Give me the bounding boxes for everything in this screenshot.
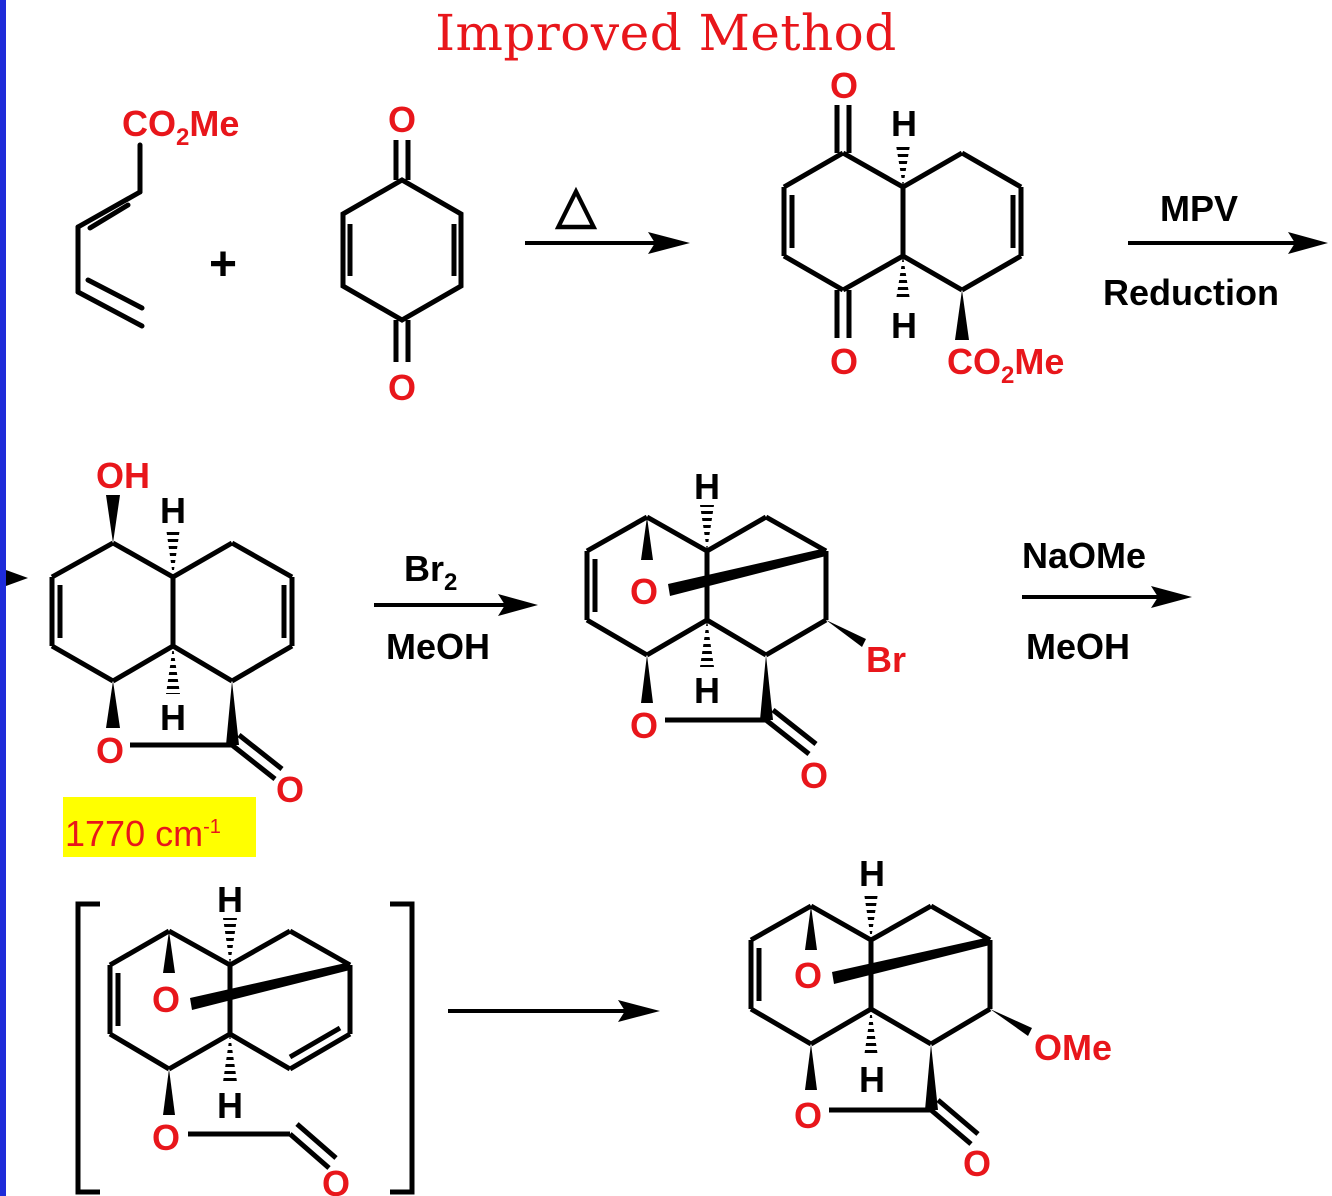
bromo-h-top: H xyxy=(694,466,720,507)
arrow-3 xyxy=(374,594,538,616)
co2me-label-2: CO2Me xyxy=(947,341,1064,389)
hashed-bond xyxy=(896,145,910,187)
wedge-bond xyxy=(106,495,120,543)
inter-o-carbonyl: O xyxy=(322,1163,350,1196)
arrow-5 xyxy=(448,1000,660,1022)
left-edge-bar xyxy=(0,0,6,1196)
final-o-carbonyl: O xyxy=(963,1143,991,1184)
reagent-mpv: MPV xyxy=(1160,188,1238,229)
bromo-h-bottom: H xyxy=(694,670,720,711)
diene-ester-structure xyxy=(75,142,145,329)
inter-o-ring: O xyxy=(152,1117,180,1158)
ir-band-superscript: -1 xyxy=(203,816,221,838)
lactone-o-carbonyl: O xyxy=(276,769,304,810)
adduct-o-bottom: O xyxy=(830,341,858,382)
hashed-bond xyxy=(223,918,237,965)
lactone-h-top: H xyxy=(160,490,186,531)
reagent-naome: NaOMe xyxy=(1022,535,1146,576)
wedge-bond xyxy=(106,681,120,728)
wedge-bond xyxy=(760,655,773,720)
wedge-bond xyxy=(163,931,175,973)
wedge-bond xyxy=(226,681,239,745)
adduct-h-top: H xyxy=(891,103,917,144)
hashed-bond-br xyxy=(826,620,866,647)
co2me-label-1: CO2Me xyxy=(122,103,239,151)
hashed-bond-ome xyxy=(990,1009,1032,1036)
wedge-bond xyxy=(805,1044,817,1090)
wedge-bond xyxy=(163,1069,175,1115)
hashed-bond xyxy=(223,1034,237,1082)
arrow-4 xyxy=(1022,586,1192,608)
heat-delta-symbol: △ xyxy=(554,176,598,234)
final-h-bottom: H xyxy=(859,1059,885,1100)
hydroxy-lactone-structure xyxy=(49,540,295,781)
wedge-bond xyxy=(955,290,969,340)
hashed-bond xyxy=(864,1009,878,1057)
ir-band-value: 1770 cm xyxy=(65,813,204,854)
final-h-top: H xyxy=(859,853,885,894)
wedge-bond xyxy=(641,655,653,703)
intermediate-brackets xyxy=(75,901,415,1195)
adduct-h-bottom: H xyxy=(891,305,917,346)
lactone-h-bottom: H xyxy=(160,697,186,738)
lactone-o-ring: O xyxy=(96,730,124,771)
bromo-o-carbonyl: O xyxy=(800,755,828,796)
reagent-reduction: Reduction xyxy=(1103,272,1279,313)
bromo-ether-lactone-structure xyxy=(584,514,829,756)
reagent-meoh-2: MeOH xyxy=(1026,626,1130,667)
bridge-bond xyxy=(832,937,990,984)
bridge-bond xyxy=(668,548,826,596)
hashed-bond xyxy=(896,256,910,300)
hashed-bond xyxy=(166,646,180,694)
hashed-bond xyxy=(864,893,878,940)
reagent-meoh-1: MeOH xyxy=(386,626,490,667)
bromo-o-bridge: O xyxy=(630,571,658,612)
inter-o-bridge: O xyxy=(152,979,180,1020)
hashed-bond xyxy=(700,505,714,551)
adduct-o-top: O xyxy=(830,65,858,106)
hashed-bond xyxy=(700,620,714,667)
final-o-ring: O xyxy=(794,1095,822,1136)
ir-band-note: 1770 cm-1 xyxy=(63,797,256,857)
bromo-o-ring: O xyxy=(630,705,658,746)
bridge-bond xyxy=(190,962,350,1010)
wedge-bond xyxy=(925,1044,938,1110)
lactone-oh-label: OH xyxy=(96,455,150,496)
quinone-o-bottom: O xyxy=(388,367,416,408)
hashed-bond xyxy=(166,528,180,577)
inter-h-bottom: H xyxy=(217,1085,243,1126)
benzoquinone-structure xyxy=(340,140,464,362)
wedge-bond xyxy=(641,517,653,560)
wedge-bond xyxy=(805,906,817,950)
arrow-2 xyxy=(1128,232,1328,254)
reagent-br2: Br2 xyxy=(404,548,457,596)
diels-alder-adduct-structure xyxy=(781,105,1024,338)
continuation-arrowhead xyxy=(6,570,28,586)
final-ome-label: OMe xyxy=(1034,1027,1112,1068)
plus-sign: + xyxy=(209,238,237,291)
arrow-1 xyxy=(525,232,690,254)
final-o-bridge: O xyxy=(794,955,822,996)
enone-intermediate-structure xyxy=(107,928,353,1170)
quinone-o-top: O xyxy=(388,99,416,140)
bromo-br-label: Br xyxy=(866,639,906,680)
scheme-title: Improved Method xyxy=(435,4,897,62)
inter-h-top: H xyxy=(217,879,243,920)
